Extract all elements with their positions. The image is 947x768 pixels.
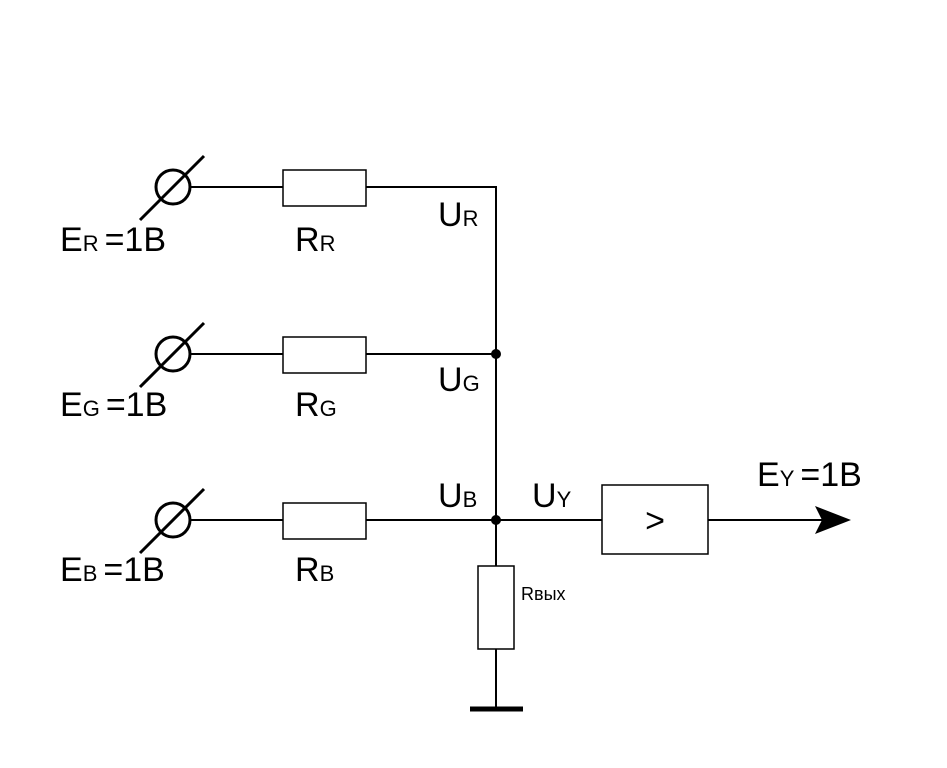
voltage-ug-label: UG <box>438 361 480 399</box>
source-b-slash <box>138 487 206 555</box>
source-g-branch: EG=1B RG UG <box>60 321 501 424</box>
resistor-g <box>282 336 367 374</box>
source-g-slash <box>138 321 206 389</box>
resistor-load-label: Rвых <box>521 584 566 604</box>
amplifier-symbol: > <box>645 502 665 540</box>
resistor-g-label: RG <box>295 386 337 424</box>
voltage-ub-label: UB <box>438 477 477 515</box>
source-r-branch: ER=1B RR UR <box>60 154 497 354</box>
output-arrow-icon <box>815 506 851 534</box>
amplifier-box <box>601 484 709 555</box>
resistor-b <box>282 502 367 540</box>
source-b-branch: EB=1B RB UB <box>60 477 496 589</box>
source-b-label: EB=1B <box>60 551 165 589</box>
source-r-label: ER=1B <box>60 221 166 259</box>
voltage-uy-label: UY <box>532 477 572 515</box>
resistor-r <box>282 169 367 207</box>
output-label: EY=1B <box>757 456 862 494</box>
source-r-slash <box>138 154 206 222</box>
resistor-load <box>477 565 515 650</box>
voltage-ur-label: UR <box>438 196 478 234</box>
source-g-label: EG=1B <box>60 386 167 424</box>
resistor-r-label: RR <box>295 221 335 259</box>
wire-r-to-bus <box>366 186 497 354</box>
resistor-b-label: RB <box>295 551 334 589</box>
